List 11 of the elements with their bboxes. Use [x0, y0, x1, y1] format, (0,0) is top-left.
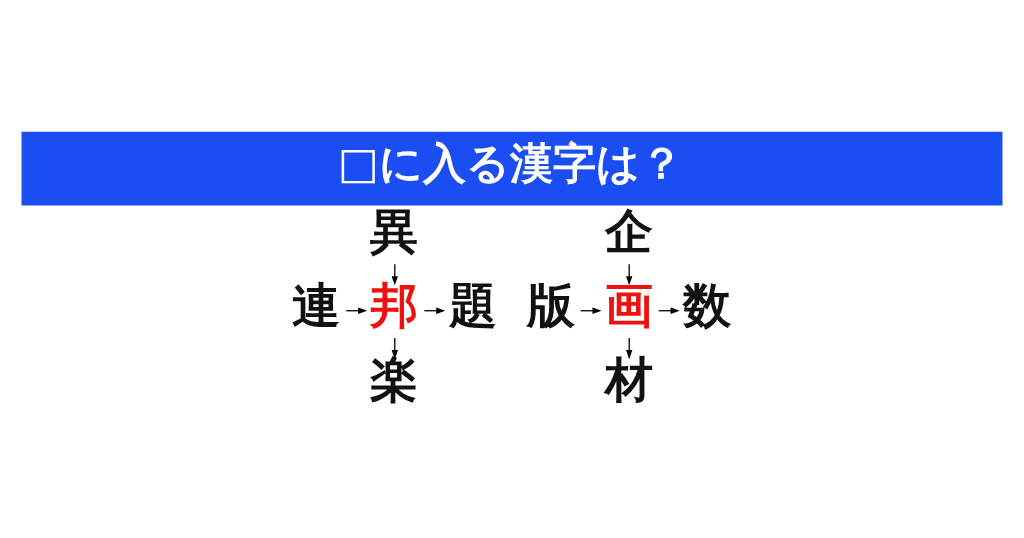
diagram-title: □に入る漢字は？	[337, 137, 683, 188]
node-text: 楽	[370, 351, 419, 407]
node-text: 連	[292, 277, 341, 333]
node-text: 数	[682, 277, 731, 333]
node-text: 邦	[370, 277, 419, 333]
node-text: 題	[448, 277, 497, 333]
node-text: 版	[526, 277, 575, 333]
node-text: 材	[604, 351, 653, 407]
node-text: 異	[370, 203, 419, 259]
node-text: 企	[604, 203, 653, 259]
node-text: 画	[604, 277, 653, 333]
